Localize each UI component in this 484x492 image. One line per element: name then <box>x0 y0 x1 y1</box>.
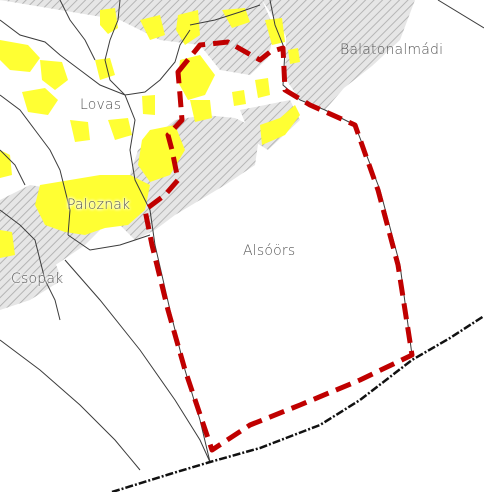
yellow-zones <box>0 8 300 258</box>
boundary-line <box>0 339 141 471</box>
yellow-zone <box>232 90 246 106</box>
yellow-zone <box>108 118 132 140</box>
yellow-zone <box>255 78 270 98</box>
yellow-zone <box>22 88 58 115</box>
boundary-line <box>59 0 96 61</box>
yellow-zone <box>178 55 215 100</box>
label-alsoors: Alsóörs <box>243 243 296 259</box>
yellow-zone <box>190 100 212 122</box>
boundary-line <box>0 94 71 236</box>
label-lovas: Lovas <box>80 97 122 113</box>
hatched-zone-north <box>0 0 275 75</box>
yellow-zone <box>40 60 68 90</box>
yellow-zone <box>222 8 250 28</box>
yellow-zone <box>140 15 165 40</box>
yellow-zone <box>95 58 115 80</box>
shoreline <box>111 314 484 492</box>
boundary-line <box>269 0 356 126</box>
hatched-zone-csopak <box>0 252 62 310</box>
boundary-line <box>67 234 151 251</box>
yellow-zone <box>0 150 12 178</box>
label-csopak: Csopak <box>11 271 64 287</box>
hatched-zone-almadi <box>262 0 415 110</box>
yellow-zone <box>70 120 90 142</box>
yellow-zone <box>176 10 200 45</box>
boundary-line <box>104 0 156 246</box>
yellow-zone <box>0 40 40 72</box>
boundary-line <box>0 209 61 321</box>
yellow-zone <box>0 230 15 258</box>
yellow-zone <box>35 175 150 235</box>
selected-area-outline[interactable] <box>142 39 415 453</box>
yellow-zone <box>260 105 300 145</box>
yellow-zone <box>142 95 155 115</box>
boundary-line <box>354 124 413 356</box>
hatched-zone-central <box>120 115 260 240</box>
boundary-line <box>437 0 484 29</box>
label-paloznak: Paloznak <box>67 197 131 213</box>
boundary-line <box>189 4 261 26</box>
boundary-line <box>64 259 211 463</box>
boundary-line <box>0 149 26 186</box>
label-balatonalmadi: Balatonalmádi <box>340 42 444 58</box>
boundary-line <box>0 19 191 96</box>
yellow-zone <box>288 48 300 64</box>
yellow-zone <box>100 8 118 34</box>
